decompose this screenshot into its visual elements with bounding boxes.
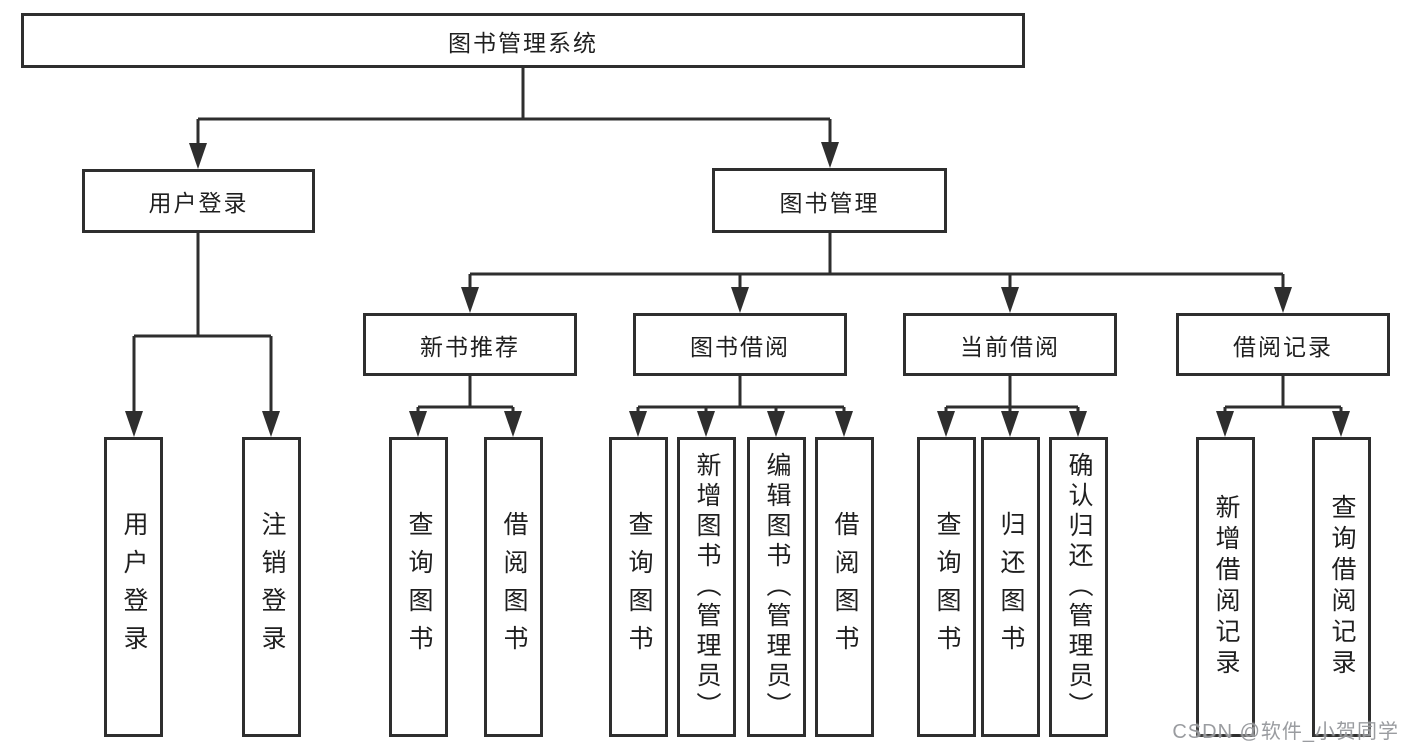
node-borrow-records: 借阅记录 [1176, 313, 1390, 376]
leaf-query-books-1: 查询图书 [389, 437, 448, 737]
leaf-edit-books-admin-label: 编辑图书（管理员） [763, 452, 791, 722]
leaf-confirm-return-admin: 确认归还（管理员） [1049, 437, 1108, 737]
leaf-query-books-2: 查询图书 [609, 437, 668, 737]
csdn-watermark: CSDN @软件_小贺同学 [1172, 721, 1399, 743]
node-book-management: 图书管理 [712, 168, 947, 233]
node-current-borrow-label: 当前借阅 [960, 333, 1060, 360]
leaf-borrow-books-1: 借阅图书 [484, 437, 543, 737]
leaf-borrow-books-2-label: 借阅图书 [831, 511, 859, 663]
leaf-query-books-3-label: 查询图书 [933, 511, 961, 663]
node-borrow-records-label: 借阅记录 [1233, 333, 1333, 360]
node-book-borrow: 图书借阅 [633, 313, 847, 376]
node-book-borrow-label: 图书借阅 [690, 333, 790, 360]
leaf-add-borrow-record: 新增借阅记录 [1196, 437, 1255, 737]
leaf-edit-books-admin: 编辑图书（管理员） [747, 437, 806, 737]
leaf-borrow-books-1-label: 借阅图书 [500, 511, 528, 663]
node-new-book-recommend: 新书推荐 [363, 313, 577, 376]
leaf-query-borrow-record: 查询借阅记录 [1312, 437, 1371, 737]
node-new-book-recommend-label: 新书推荐 [420, 333, 520, 360]
leaf-add-borrow-record-label: 新增借阅记录 [1212, 494, 1240, 680]
leaf-return-books: 归还图书 [981, 437, 1040, 737]
leaf-add-books-admin-label: 新增图书（管理员） [693, 452, 721, 722]
node-root-label: 图书管理系统 [448, 29, 598, 56]
leaf-user-login-label: 用户登录 [120, 511, 148, 663]
leaf-add-books-admin: 新增图书（管理员） [677, 437, 736, 737]
leaf-return-books-label: 归还图书 [997, 511, 1025, 663]
leaf-borrow-books-2: 借阅图书 [815, 437, 874, 737]
leaf-query-borrow-record-label: 查询借阅记录 [1328, 494, 1356, 680]
node-user-login-label: 用户登录 [148, 190, 249, 216]
leaf-user-login: 用户登录 [104, 437, 163, 737]
node-current-borrow: 当前借阅 [903, 313, 1117, 376]
leaf-logout: 注销登录 [242, 437, 301, 737]
leaf-confirm-return-admin-label: 确认归还（管理员） [1065, 452, 1093, 722]
leaf-logout-label: 注销登录 [258, 511, 286, 663]
leaf-query-books-3: 查询图书 [917, 437, 976, 737]
node-book-management-label: 图书管理 [779, 189, 880, 216]
node-user-login: 用户登录 [82, 169, 315, 233]
node-root: 图书管理系统 [21, 13, 1025, 68]
leaf-query-books-2-label: 查询图书 [625, 511, 653, 663]
leaf-query-books-1-label: 查询图书 [405, 511, 433, 663]
